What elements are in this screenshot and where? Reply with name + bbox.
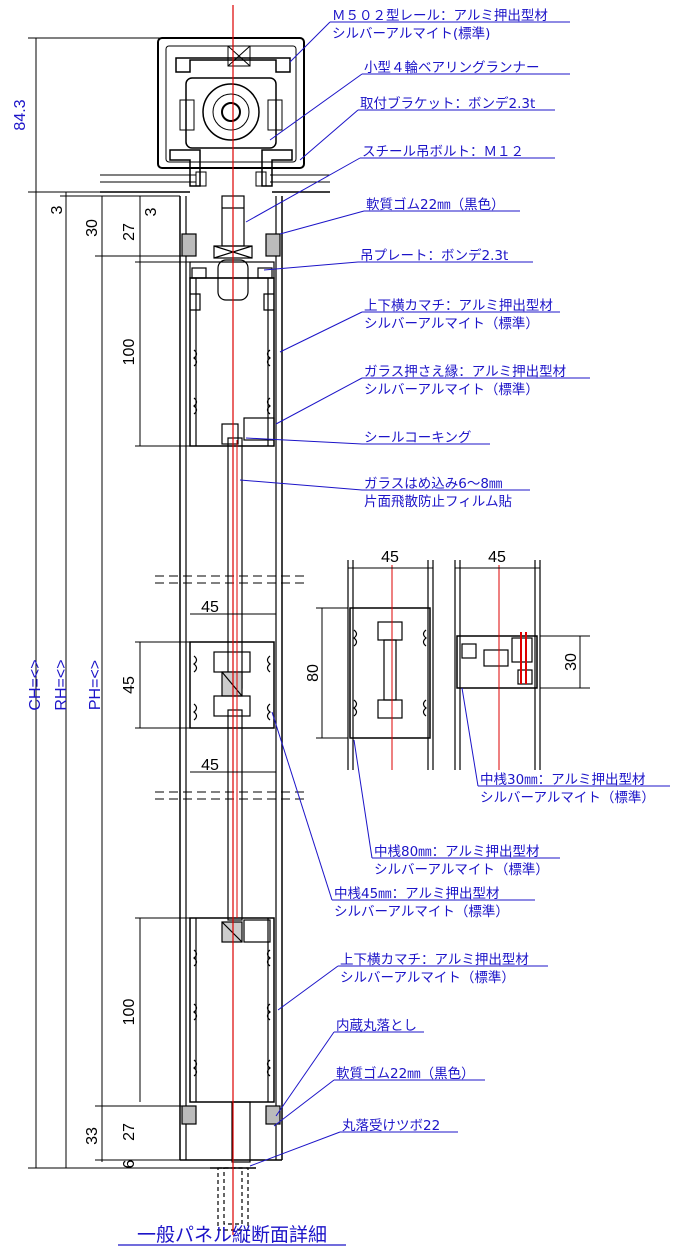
label-hanging-bolt: スチール吊ボルト：Ｍ１２ [362,144,524,160]
dim-27-bottom: 27 [121,1123,138,1141]
leader-lines [239,21,670,1167]
label-bottom-rail-finish: シルバーアルマイト（標準） [340,970,515,986]
callout-labels: Ｍ５０２型レール：アルミ押出型材 シルバーアルマイト(標準) 小型４輪ベアリング… [332,8,655,1134]
dimension-lines [28,37,590,1169]
label-top-rail-finish: シルバーアルマイト（標準） [364,316,539,332]
dim-45-width-mid: 45 [201,599,219,616]
dim-27-top: 27 [121,223,138,241]
dim-3: 3 [143,207,160,216]
dim-detail80-height: 80 [305,664,322,682]
dim-33: 33 [84,1127,101,1145]
dim-100-bottom: 100 [121,999,138,1026]
label-floor-socket: 丸落受けツボ22 [342,1118,440,1134]
label-seal: シールコーキング [364,430,471,446]
rail-assembly [100,37,330,193]
dim-detail80-width: 45 [381,549,399,566]
panel-frame [179,196,283,1231]
label-mid-rail-45: 中桟45㎜：アルミ押出型材 [334,886,500,902]
label-rail: Ｍ５０２型レール：アルミ押出型材 [332,8,548,24]
detail-mid-rail-30 [454,560,541,770]
dim-100-top: 100 [121,339,138,366]
label-rubber-bottom: 軟質ゴム22㎜（黒色） [336,1065,475,1082]
label-bracket: 取付ブラケット：ボンデ2.3t [360,95,535,112]
dim-6: 6 [121,1159,138,1168]
dim-45-mid: 45 [121,676,138,694]
dim-gap-top: 3 [49,205,66,214]
label-mid-rail-30: 中桟30㎜：アルミ押出型材 [480,772,646,788]
label-rubber-top: 軟質ゴム22㎜（黒色） [366,196,505,213]
dim-rh: RH=<> [53,659,70,710]
label-drop-bolt: 内蔵丸落とし [336,1018,417,1034]
label-mid-rail-30-finish: シルバーアルマイト（標準） [480,790,655,806]
break-lines [155,575,305,800]
dim-ch: CH=<> [27,659,44,710]
dim-detail30-width: 45 [488,549,506,566]
label-top-rail: 上下横カマチ：アルミ押出型材 [364,298,553,314]
drawing-title: 一般パネル縦断面詳細 [137,1224,327,1246]
dim-rail-height: 84.3 [12,99,29,130]
dim-45-width-low: 45 [201,757,219,774]
label-bottom-rail: 上下横カマチ：アルミ押出型材 [340,952,529,968]
label-mid-rail-80: 中桟80㎜：アルミ押出型材 [374,844,540,860]
dim-30: 30 [84,219,101,237]
label-hanging-plate: 吊プレート：ボンデ2.3t [360,247,508,264]
label-glass: ガラスはめ込み6～8㎜ [364,476,503,492]
dim-detail30-height: 30 [563,653,580,671]
label-glass-stop-finish: シルバーアルマイト（標準） [364,382,539,398]
detail-mid-rail-80 [347,560,434,770]
label-glass-stop: ガラス押さえ縁：アルミ押出型材 [364,364,566,380]
label-mid-rail-80-finish: シルバーアルマイト（標準） [374,862,549,878]
label-runner: 小型４輪ベアリングランナー [364,59,540,76]
label-mid-rail-45-finish: シルバーアルマイト（標準） [334,904,509,920]
dimension-text: 84.3 3 30 27 3 100 45 45 45 100 33 27 6 … [12,99,580,1168]
dim-ph: PH=<> [87,660,104,710]
label-glass-film: 片面飛散防止フィルム貼 [364,494,512,510]
label-rail-finish: シルバーアルマイト(標準) [332,26,490,42]
